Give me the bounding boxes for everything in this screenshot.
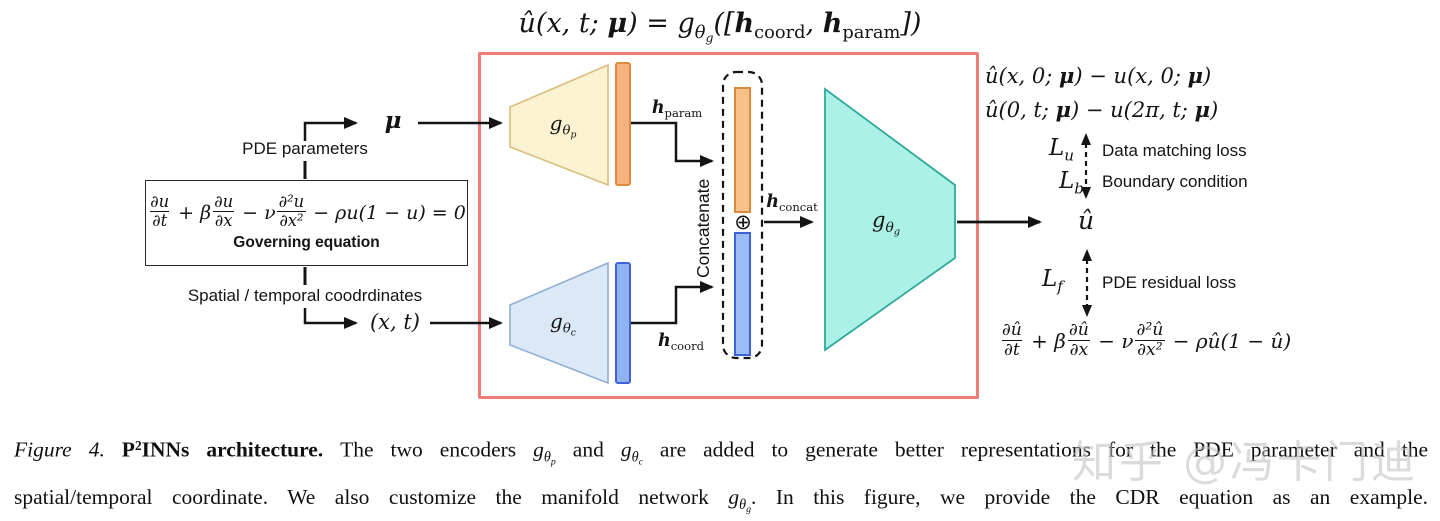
- concat-param-bar: [734, 87, 751, 213]
- xt-symbol: (x, t): [369, 310, 421, 334]
- param-encoder-trapezoid: [509, 63, 609, 187]
- concat-coord-bar: [734, 232, 751, 356]
- initial-condition-equation: û(x, 0; μ) − u(x, 0; μ): [985, 63, 1212, 88]
- xt-elbow-arrow: [303, 308, 358, 329]
- loss-lb: Lb: [1059, 168, 1084, 198]
- param-encoder-label: gθp: [549, 111, 577, 141]
- loss-lu: Lu: [1049, 135, 1075, 165]
- oplus-icon: ⊕: [734, 210, 752, 234]
- h-coord-arrow: [631, 281, 714, 325]
- h-concat-label: hconcat: [766, 192, 818, 215]
- model-boundary-box: [478, 52, 979, 399]
- u-hat-output: û: [1077, 206, 1095, 235]
- data-loss-dashed-arrow: [1081, 133, 1091, 199]
- figure-caption-line2: spatial/temporal coordinate. We also cus…: [14, 484, 1428, 515]
- h-param-label: hparam: [651, 98, 703, 121]
- mu-elbow-arrow: [303, 117, 358, 141]
- param-latent-bar: [615, 62, 631, 186]
- manifold-network-trapezoid: [824, 87, 956, 352]
- data-matching-loss-label: Data matching loss: [1102, 141, 1247, 160]
- concatenate-dashed-box: [721, 70, 764, 360]
- governing-equation-box: ∂u∂t + β∂u∂x − ν∂²u∂x² − ρu(1 − u) = 0 G…: [145, 180, 468, 266]
- governing-equation-label: Governing equation: [233, 233, 380, 251]
- pde-parameters-label: PDE parameters: [242, 139, 368, 158]
- boundary-condition-equation: û(0, t; μ) − u(2π, t; μ): [985, 97, 1219, 122]
- loss-lf: Lf: [1042, 266, 1063, 296]
- boundary-condition-label: Boundary condition: [1102, 172, 1248, 191]
- pde-residual-loss-label: PDE residual loss: [1102, 273, 1237, 292]
- title-formula: û(x, t; μ) = gθg([hcoord, hparam]): [518, 8, 922, 45]
- mu-symbol: μ: [384, 107, 402, 134]
- h-coord-label: hcoord: [657, 331, 705, 354]
- concatenate-label: Concatenate: [693, 178, 713, 278]
- manifold-network-label: gθg: [872, 208, 900, 238]
- coord-latent-bar: [615, 262, 631, 384]
- h-param-arrow: [631, 121, 714, 167]
- governing-equation-formula: ∂u∂t + β∂u∂x − ν∂²u∂x² − ρu(1 − u) = 0: [150, 192, 466, 230]
- figure-caption: Figure 4. P2INNs architecture. The two e…: [14, 428, 1428, 521]
- coord-encoder-trapezoid: [509, 261, 609, 385]
- pde-residual-equation: ∂û∂t + β∂û∂x − ν∂²û∂x² − ρû(1 − û): [1001, 320, 1292, 360]
- residual-loss-dashed-arrow: [1082, 249, 1092, 317]
- figure-caption-line1: Figure 4. P2INNs architecture. The two e…: [14, 437, 1428, 468]
- watermark: 知乎 @冯卡门迪: [1072, 437, 1418, 488]
- coord-encoder-label: gθc: [550, 309, 576, 339]
- coords-label: Spatial / temporal coodrdinates: [187, 286, 423, 305]
